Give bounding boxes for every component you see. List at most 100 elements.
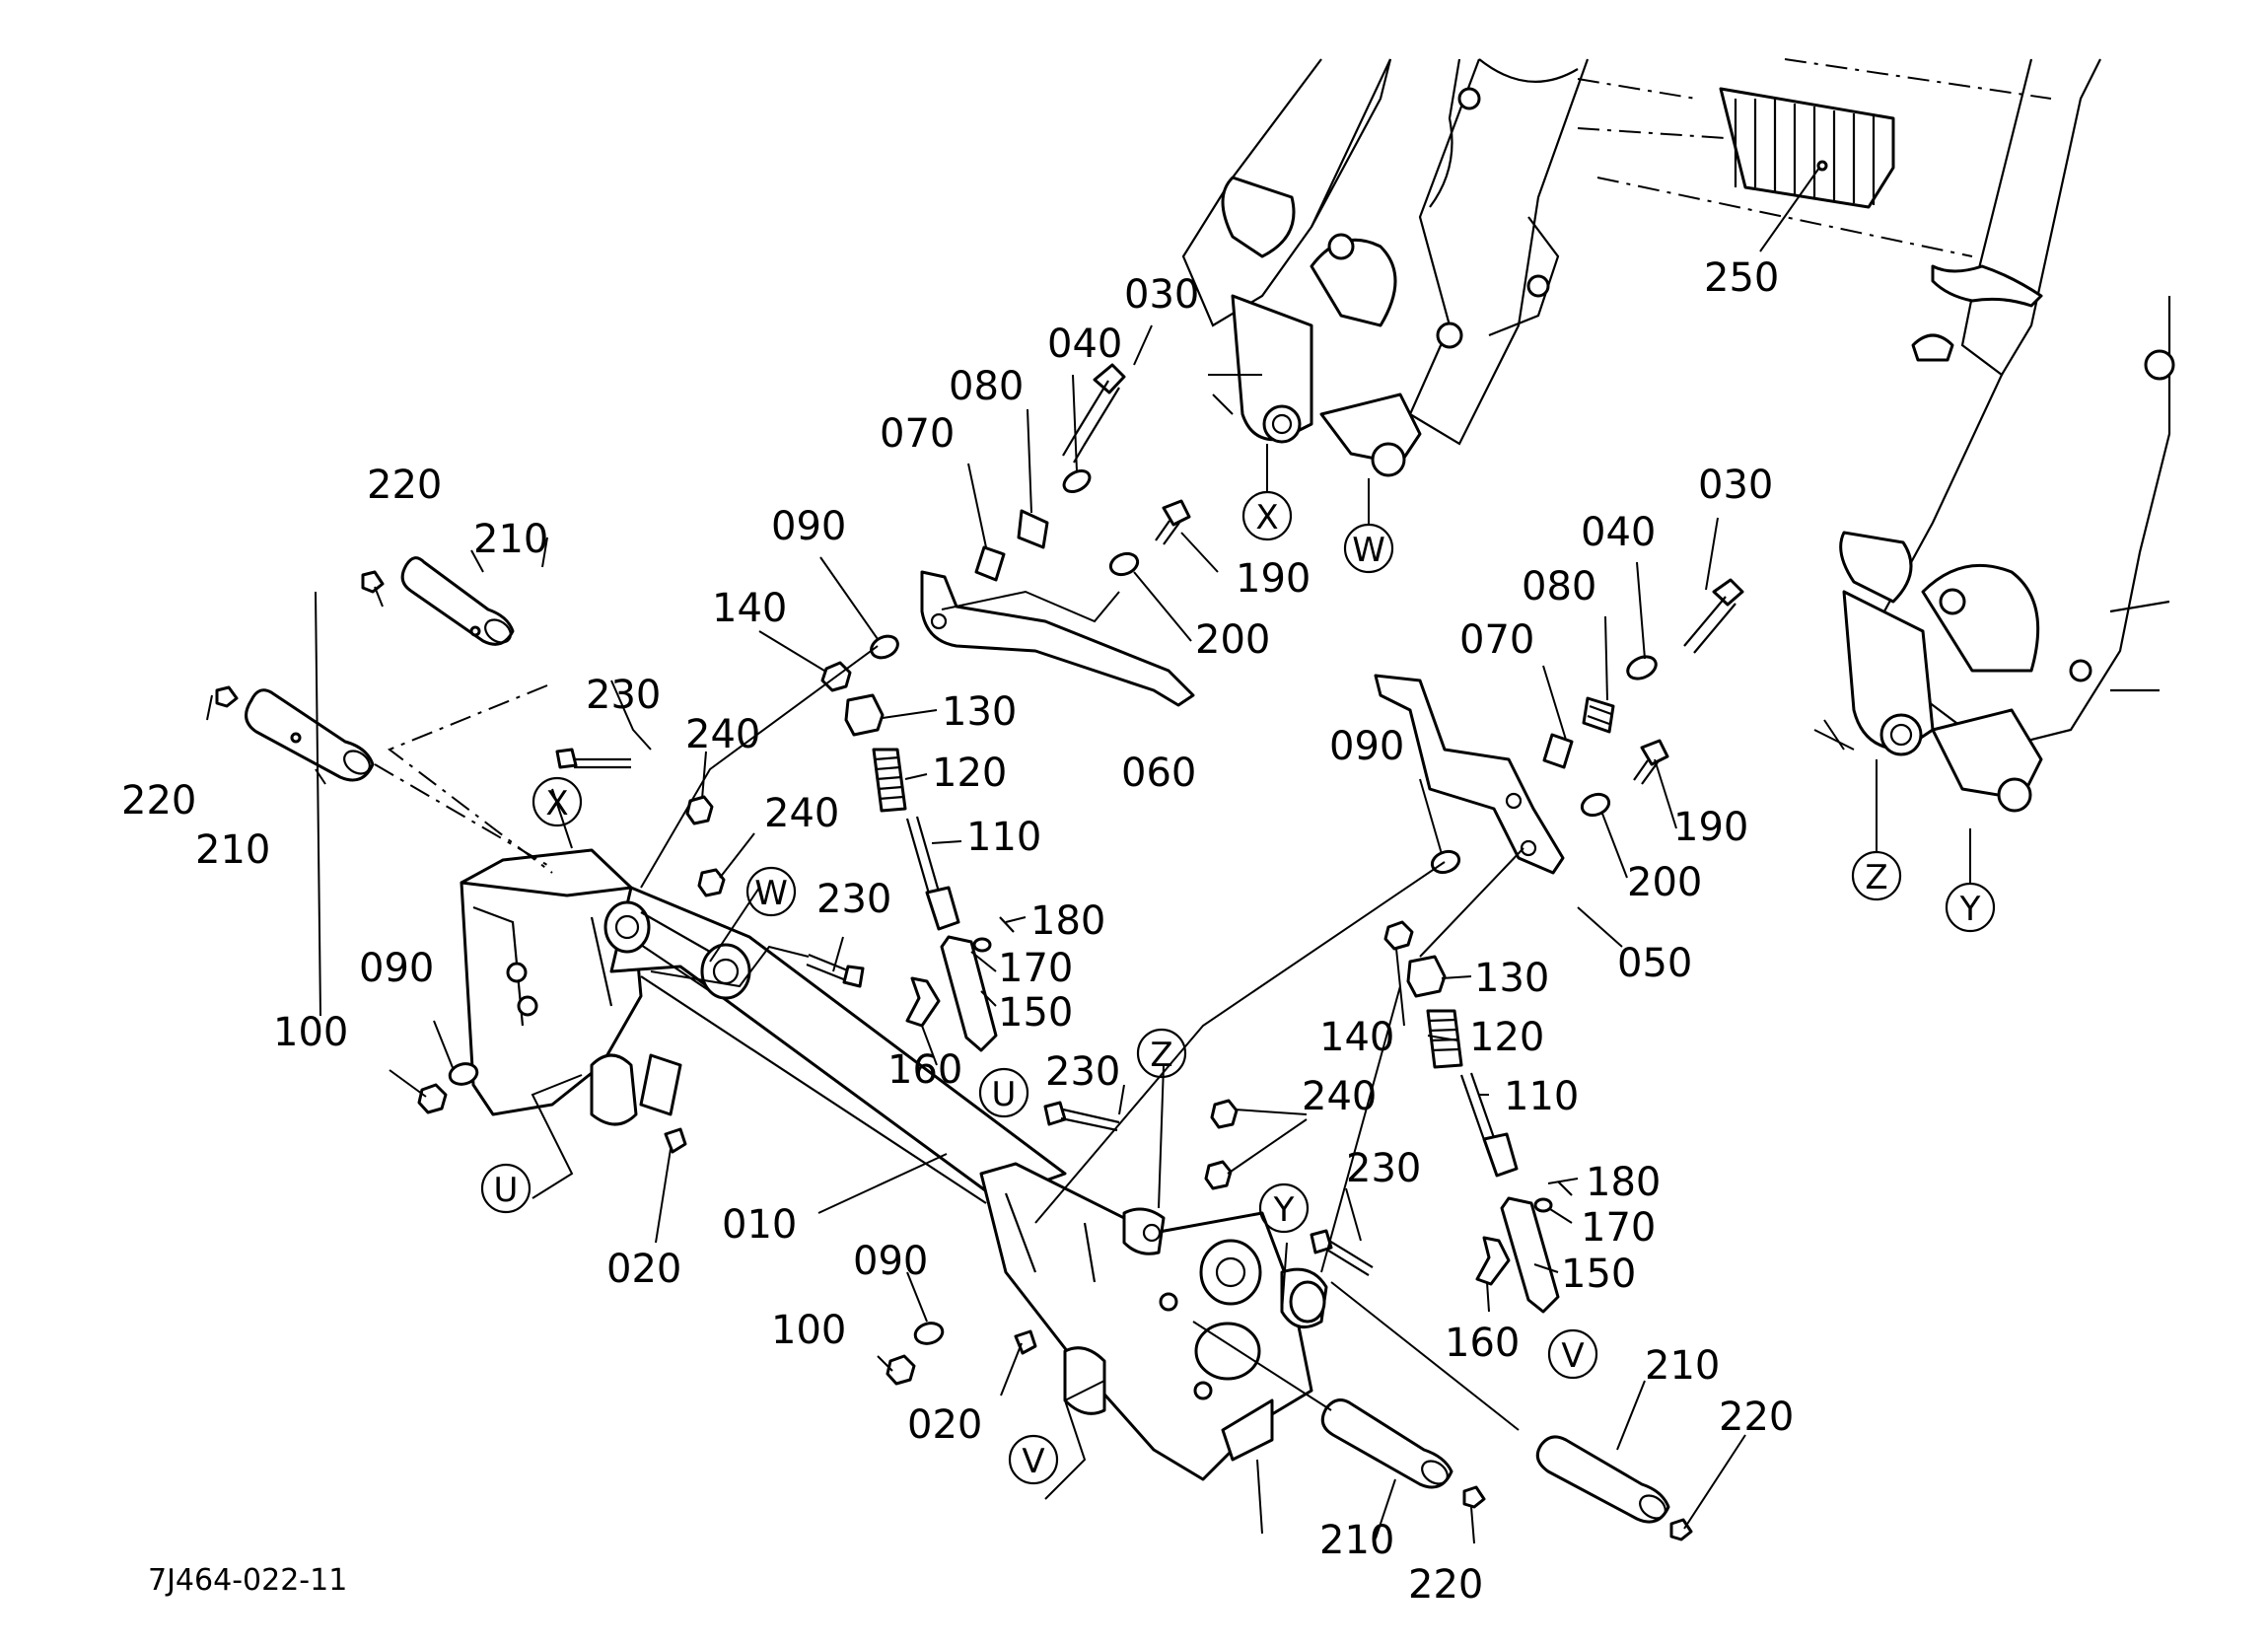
ref-circle-v-clevis — [1547, 1328, 1598, 1380]
fitting-220-lower — [215, 685, 239, 708]
washer-090-left — [448, 1062, 479, 1086]
clevis-150-left — [940, 935, 998, 1052]
spring-120-left — [872, 748, 907, 813]
label-120-left: 120 — [932, 751, 1007, 796]
label-230-mid: 230 — [816, 877, 891, 922]
pin-210-bottom — [1320, 1398, 1453, 1489]
ref-circle-v-frame — [1008, 1434, 1059, 1485]
label-210-top: 210 — [473, 517, 548, 562]
label-180-right: 180 — [1586, 1160, 1661, 1205]
label-090-lower: 090 — [853, 1239, 928, 1284]
collar-070-left — [974, 545, 1006, 582]
bolt-230-lower-left — [1043, 1101, 1120, 1132]
cross-tube — [1577, 58, 2052, 257]
washer-200-left — [1108, 551, 1140, 577]
rod-110-right — [1459, 1072, 1519, 1178]
label-170-right: 170 — [1581, 1205, 1656, 1251]
label-220-bottom: 220 — [1408, 1562, 1483, 1608]
label-020-lower: 020 — [907, 1402, 982, 1448]
label-090-left: 090 — [359, 946, 434, 991]
label-060: 060 — [1121, 751, 1196, 796]
ref-y-frame: Y — [1273, 1190, 1295, 1230]
nut-240-upper — [685, 795, 714, 825]
spring-080-right — [1582, 696, 1615, 734]
label-130-left: 130 — [942, 689, 1017, 735]
nut-240-right-upper — [1210, 1099, 1239, 1129]
label-080-left: 080 — [949, 364, 1024, 409]
label-050: 050 — [1617, 941, 1692, 986]
ref-circle-u-clevis — [978, 1067, 1029, 1118]
label-150-right: 150 — [1561, 1252, 1636, 1297]
ref-v-frame: V — [1022, 1442, 1044, 1481]
label-210-bottom: 210 — [1319, 1518, 1394, 1563]
label-240-upper: 240 — [685, 712, 760, 757]
ref-w-top: W — [1352, 531, 1385, 570]
nut-140-right — [1383, 920, 1414, 951]
bolt-230-mid — [806, 953, 865, 988]
fitting-220-upper — [361, 570, 385, 594]
label-020-left: 020 — [606, 1247, 681, 1292]
label-170-left: 170 — [998, 946, 1073, 991]
label-120-right: 120 — [1469, 1015, 1544, 1060]
leader-lines — [206, 324, 1746, 1544]
drawing-code: 7J464-022-11 — [148, 1563, 347, 1598]
nut-100-left — [417, 1083, 448, 1114]
phantom-lines — [374, 374, 1855, 1431]
loader-boom-assembly — [1181, 58, 1590, 477]
label-140-right: 140 — [1319, 1015, 1394, 1060]
label-100-lower: 100 — [771, 1308, 846, 1353]
label-210-left: 210 — [195, 827, 270, 873]
ref-u-clevis: U — [992, 1075, 1017, 1114]
washer-200-right — [1580, 792, 1611, 818]
bolt-190-left — [1155, 499, 1191, 545]
nut-240-lower — [697, 868, 726, 897]
bolt-190-right — [1633, 739, 1669, 785]
label-220-bottom-right: 220 — [1719, 1395, 1794, 1440]
main-frame-010 — [460, 848, 1328, 1481]
label-200-right: 200 — [1627, 860, 1702, 905]
ref-circle-x-frame — [532, 776, 583, 827]
pin-180-right — [1557, 1181, 1573, 1196]
label-100-left: 100 — [273, 1010, 348, 1055]
label-190-left: 190 — [1236, 556, 1311, 602]
washer-040-left — [1062, 469, 1092, 493]
label-080-right: 080 — [1522, 564, 1596, 609]
label-110-right: 110 — [1504, 1074, 1579, 1119]
ref-circle-u-frame — [480, 1163, 532, 1214]
bolt-030-left — [1062, 363, 1126, 464]
pin-210-upper — [400, 556, 515, 646]
ref-x-frame: X — [545, 784, 568, 824]
label-150-left: 150 — [998, 990, 1073, 1036]
pin-210-lower — [245, 688, 375, 782]
pin-180-left — [999, 916, 1015, 933]
collar-070-right — [1542, 733, 1574, 769]
spring-080-left — [1017, 509, 1049, 549]
label-180-left: 180 — [1030, 898, 1105, 944]
label-030-left: 030 — [1124, 272, 1199, 318]
bolt-030-right — [1683, 578, 1744, 654]
washer-170-left — [972, 937, 992, 953]
lever-060 — [920, 570, 1195, 707]
label-160-left: 160 — [887, 1047, 962, 1093]
label-040-right: 040 — [1581, 510, 1656, 555]
label-230-lower-right: 230 — [1346, 1146, 1421, 1191]
label-240-lower: 240 — [764, 791, 839, 836]
label-040-left: 040 — [1047, 322, 1122, 367]
label-070-left: 070 — [880, 411, 955, 457]
ref-z-frame: Z — [1150, 1036, 1172, 1075]
ref-u-frame: U — [494, 1171, 519, 1210]
ref-y-top: Y — [1959, 890, 1981, 929]
washer-170-right — [1533, 1197, 1553, 1213]
label-090-upper-left: 090 — [771, 504, 846, 549]
label-030-right: 030 — [1698, 463, 1773, 508]
lever-050 — [1374, 674, 1565, 875]
label-250: 250 — [1704, 255, 1779, 301]
label-190-right: 190 — [1673, 805, 1748, 850]
label-230-lower-left: 230 — [1045, 1049, 1120, 1095]
nut-240-right-lower — [1204, 1160, 1233, 1190]
label-130-right: 130 — [1474, 956, 1549, 1001]
label-070-right: 070 — [1459, 617, 1534, 663]
label-240-right: 240 — [1302, 1074, 1377, 1119]
ref-v-clevis: V — [1561, 1336, 1584, 1376]
bolt-230-lower-right — [1310, 1229, 1374, 1276]
